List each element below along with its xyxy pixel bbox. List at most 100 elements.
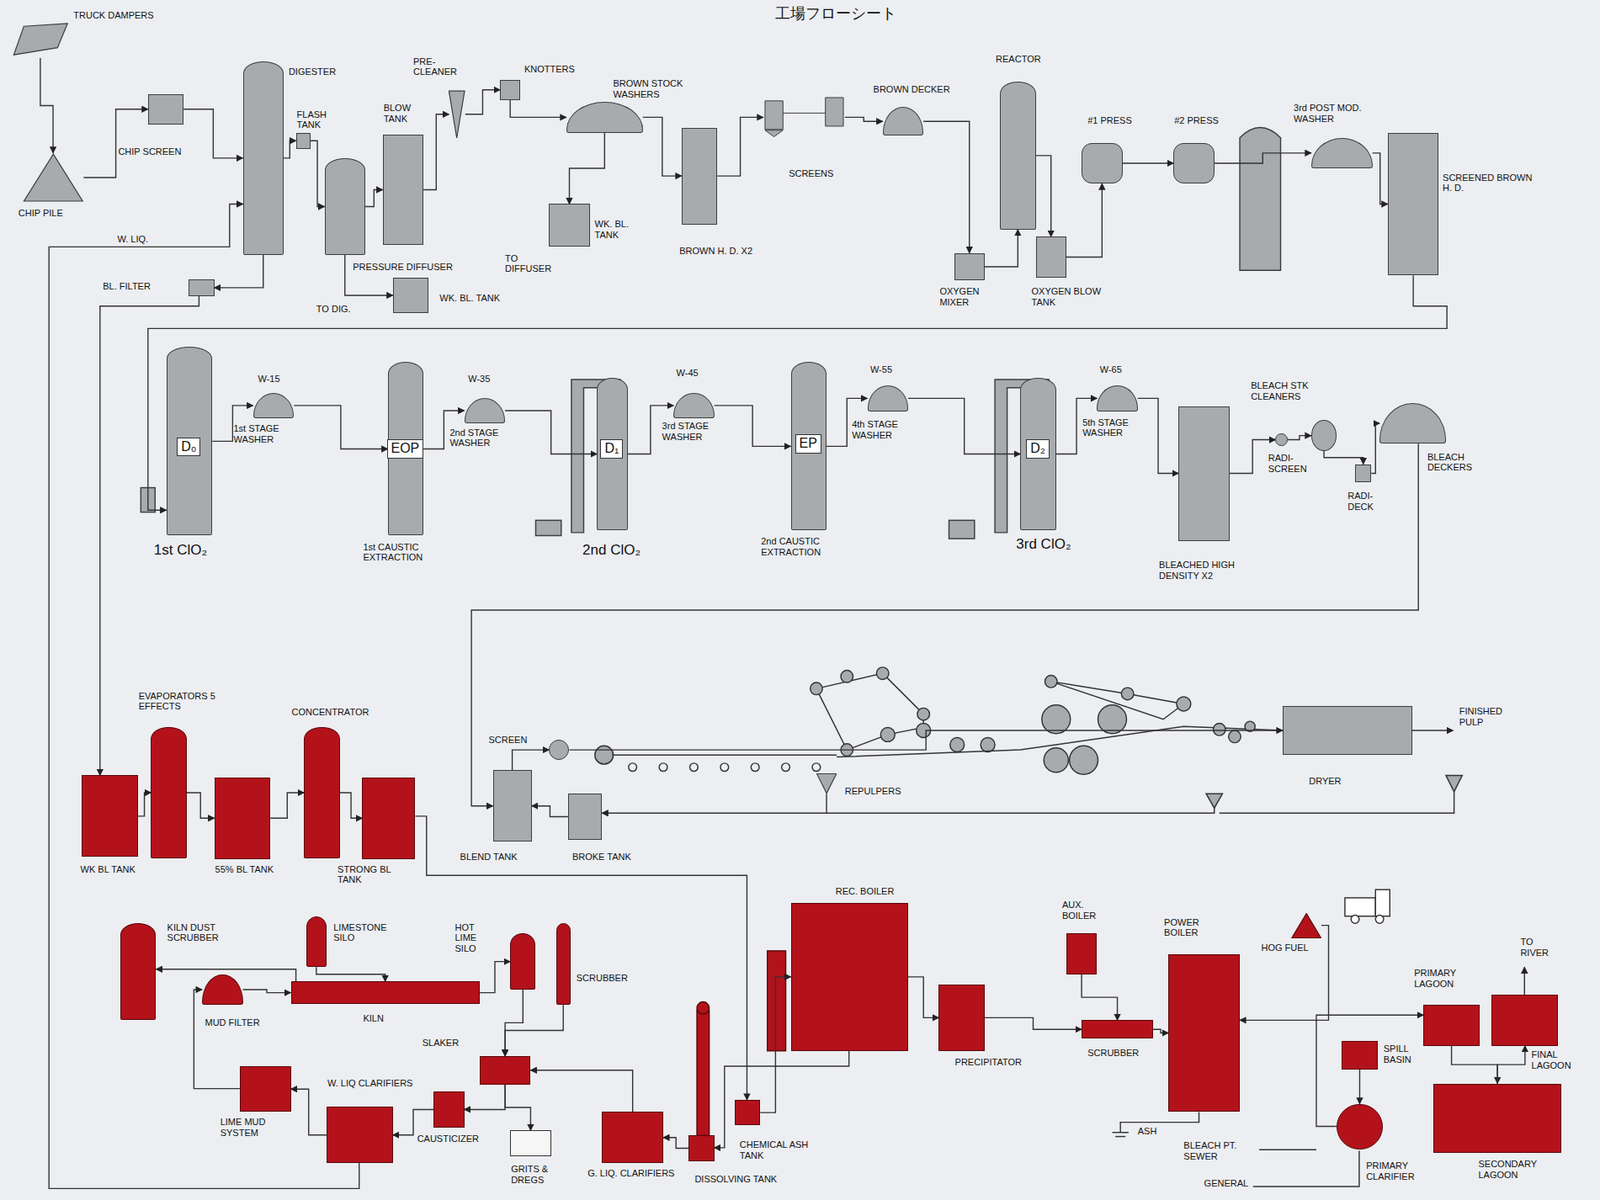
flow-line [423,114,449,191]
flow-line [504,1084,531,1132]
equipment-label: BLOW TANK [383,102,425,124]
flow-line [504,410,597,455]
drain-lines [1524,967,1526,995]
equipment-label: BLEACH STK CLEANERS [1250,380,1338,402]
equipment-label: BROKE TANK [572,851,632,863]
paper-machine [1219,792,1455,814]
flow-line [393,1109,435,1135]
equipment-label: EVAPORATORS 5 EFFECTS [138,691,246,713]
equipment-label: BL. FILTER [102,281,151,293]
flow-line [663,1137,689,1149]
equipment-label: TRUCK DAMPERS [73,10,154,22]
equipment-node: KNOTTERS [499,79,521,101]
flow-line [214,255,264,288]
flow-line [40,58,54,154]
flow-line [291,1089,327,1136]
equipment-label: SLAKER [422,1037,459,1049]
shape-outline [448,90,465,139]
paper-machine [1044,675,1058,689]
paper-machine [1412,729,1453,731]
flow-sheet-illustration [140,127,1525,1187]
flow-line [984,229,1018,267]
paper-machine [980,738,995,753]
equipment-node: BROWN H. D. X2 [681,127,718,225]
stage-code: D₀ [176,437,201,457]
equipment-node: REPULPERS [816,773,837,794]
flow-line [601,793,827,814]
equipment-node: SCRUBBER [556,923,571,1005]
stage-code: EP [795,434,822,453]
equipment-label: 5th STAGE WASHER [1082,417,1154,439]
stage-code: EOP [387,439,425,458]
paper-machine [950,738,965,753]
paper-machine [880,727,895,742]
red-equipment-detail [1375,914,1384,924]
paper-machine [1445,775,1462,792]
equipment-node: BLEACH STK CLEANERS [1311,419,1337,451]
stage-code: D₁ [600,439,623,458]
equipment-node: W-352nd STAGE WASHER [464,398,505,424]
equipment-node: RADI- DECK [1355,464,1372,484]
flow-line [1081,974,1117,1021]
equipment-label: PRESSURE DIFFUSER [352,261,453,273]
paper-machine [720,763,729,772]
equipment-node: SCREENS [763,96,846,138]
equipment-label: POWER BOILER [1164,917,1221,939]
equipment-node: POWER BOILER [1168,954,1240,1113]
flow-line [270,792,304,819]
equipment-node: REACTOR [999,81,1036,230]
flow-line [464,1084,506,1111]
drain-lines [1120,1111,1199,1133]
equipment-node: CONCENTRATOR [303,727,340,858]
equipment-label: G. LIQ. CLARIFIERS [587,1168,675,1180]
equipment-label: BLEND TANK [460,851,518,863]
flow-line [1036,155,1052,237]
equipment-label: W-45 [676,367,699,379]
paper-machine [595,667,1463,814]
equipment-node: #1 PRESS [1081,143,1122,184]
equipment-label: 3rd STAGE WASHER [662,420,726,442]
paper-machine [659,763,668,772]
paper-machine [750,763,760,772]
equipment-node: DISSOLVING TANK [688,1135,714,1161]
equipment-label: REC. BOILER [835,886,895,898]
flow-line [568,730,1282,750]
equipment-node: BLEND TANK [493,770,532,842]
equipment-label: FLASH TANK [297,109,344,131]
paper-machine [826,806,1215,814]
flow-line [923,121,970,253]
unlabeled-tank [949,520,975,539]
equipment-node: GRITS & DREGS [510,1130,551,1156]
equipment-label: PRECIPITATOR [955,1057,1022,1069]
flow-line [1323,451,1364,465]
equipment-label: SCRUBBER [1087,1047,1139,1059]
equipment-label: CHIP SCREEN [117,146,181,158]
unlabeled-tank [1239,127,1281,272]
equipment-node: MUD FILTER [201,974,243,1005]
flow-line [531,806,569,818]
equipment-node: HOT LIME SILO [510,933,536,990]
shape-outline [22,153,85,202]
equipment-label: DIGESTER [288,66,336,78]
paper-machine [917,707,931,721]
flow-line [717,116,764,176]
equipment-label: STRONG BL TANK [337,864,415,886]
red-equipment-detail [1350,914,1360,924]
flow-line [345,255,394,296]
equipment-node: W-453rd STAGE WASHER [673,393,714,419]
equipment-node: D₀1st ClO₂ [166,346,213,536]
flow-line [510,100,567,118]
flow-line [243,989,292,994]
flow-note: ASH [1137,1126,1158,1138]
equipment-label: PRIMARY LAGOON [1413,967,1476,989]
equipment-label: CHEMICAL ASH TANK [739,1139,817,1161]
flow-line [714,1051,850,1149]
equipment-node: LIME MUD SYSTEM [239,1066,292,1113]
equipment-node: D₂3rd ClO₂ [1020,377,1056,532]
equipment-label: SCREENS [788,168,834,180]
flow-note: BLEACH PT. SEWER [1183,1140,1257,1162]
paper-machine [1121,687,1134,701]
red-equipment-detail [696,1002,710,1016]
stage-code: D₂ [1025,439,1050,458]
equipment-node: PRIMARY LAGOON [1423,1004,1480,1046]
